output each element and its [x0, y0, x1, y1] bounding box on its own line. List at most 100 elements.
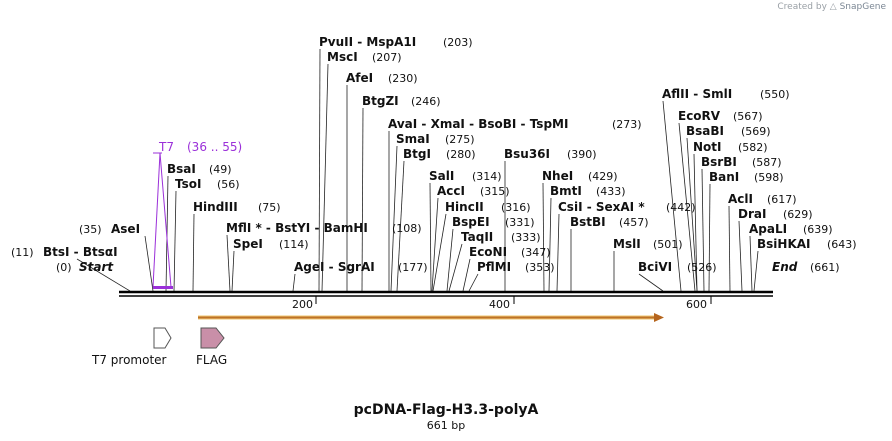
enzyme-site-bsrbi[interactable]: BsrBI(587) [701, 155, 782, 169]
enzyme-position: (75) [258, 201, 281, 214]
orf-bar [198, 315, 655, 320]
enzyme-cut-line [390, 145, 398, 292]
enzyme-site-hindiii[interactable]: HindIII (75) [193, 200, 281, 214]
enzyme-position: (230) [388, 72, 418, 85]
enzyme-position: (567) [733, 110, 763, 123]
enzyme-name: PvuII - MspA1I [319, 35, 416, 49]
enzyme-site-pvuii-mspa1i[interactable]: PvuII - MspA1I(203) [319, 35, 473, 49]
enzyme-cut-line [448, 243, 463, 292]
enzyme-position: (353) [525, 261, 555, 274]
enzyme-site-btsi-bts-i[interactable]: BtsI - BtsαI(11) [11, 245, 118, 259]
enzyme-name: BmtI [550, 184, 582, 198]
feature-flag[interactable]: FLAG [196, 327, 227, 367]
enzyme-name: BstBI [570, 215, 606, 229]
enzyme-position: (280) [446, 148, 476, 161]
enzyme-site-avai-xmai-bsobi-tspmi[interactable]: AvaI - XmaI - BsoBI - TspMI(273) [388, 117, 642, 131]
enzyme-cut-line [292, 273, 296, 292]
enzyme-site-bmti[interactable]: BmtI(433) [550, 184, 626, 198]
enzyme-site-drai[interactable]: DraI (629) [738, 207, 813, 221]
enzyme-position: (49) [209, 163, 232, 176]
enzyme-site-afei[interactable]: AfeI(230) [346, 71, 418, 85]
enzyme-site-smai[interactable]: SmaI(275) [396, 132, 475, 146]
enzyme-site-acci[interactable]: AccI(315) [437, 184, 510, 198]
enzyme-site-bstbi[interactable]: BstBI(457) [570, 215, 649, 229]
enzyme-site-btgzi[interactable]: BtgZI(246) [362, 94, 441, 108]
enzyme-site-bsabi[interactable]: BsaBI(569) [686, 124, 771, 138]
enzyme-position: (629) [783, 208, 813, 221]
enzyme-cut-line [749, 235, 753, 292]
enzyme-site-noti[interactable]: NotI(582) [693, 140, 768, 154]
enzyme-name: BanI [709, 170, 739, 184]
enzyme-cut-line [638, 273, 664, 292]
enzyme-site-bcivi[interactable]: BciVI(526) [638, 260, 717, 274]
enzyme-cut-line [173, 190, 177, 292]
enzyme-name: BsaI [167, 162, 196, 176]
enzyme-site-apali[interactable]: ApaLI(639) [749, 222, 833, 236]
enzyme-name: HindIII [193, 200, 238, 214]
enzyme-site-bspei[interactable]: BspEI(331) [452, 215, 535, 229]
enzyme-site-bsai[interactable]: BsaI (49) [167, 162, 232, 176]
enzyme-position: (429) [588, 170, 618, 183]
enzyme-name: AccI [437, 184, 465, 198]
tick-label-200: 200 [292, 298, 313, 311]
orf-arrow[interactable] [198, 313, 664, 322]
enzyme-site-sali[interactable]: SalI(314) [429, 169, 502, 183]
enzyme-name: AvaI - XmaI - BsoBI - TspMI [388, 117, 568, 131]
enzyme-position: (331) [505, 216, 535, 229]
enzyme-site-bsihkai[interactable]: BsiHKAI(643) [757, 237, 857, 251]
enzyme-site-ecorv[interactable]: EcoRV (567) [678, 109, 763, 123]
enzyme-name: BtsI - BtsαI [43, 245, 118, 259]
snapgene-logo-icon: △ [829, 2, 837, 12]
enzyme-cut-line [708, 183, 711, 292]
enzyme-site-mfli-bstyi-bamhi[interactable]: MflI * - BstYI - BamHI(108) [226, 221, 422, 235]
enzyme-name: CsiI - SexAI * [558, 200, 645, 214]
enzyme-name: DraI [738, 207, 766, 221]
enzyme-site-aflii-smli[interactable]: AflII - SmlI(550) [662, 87, 790, 101]
enzyme-site-nhei[interactable]: NheI(429) [542, 169, 618, 183]
start-position: (0) [56, 261, 72, 274]
t7-primer-label: T7 [158, 140, 174, 154]
enzyme-site-agei-sgrai[interactable]: AgeI - SgrAI(177) [294, 260, 428, 274]
enzyme-cut-line [192, 213, 195, 292]
enzyme-name: EcoRV [678, 109, 721, 123]
enzyme-site-asei[interactable]: AseI(35) [79, 222, 140, 236]
enzyme-site-pflmi[interactable]: PflMI(353) [477, 260, 555, 274]
enzyme-site-taqii[interactable]: TaqII (333) [461, 230, 541, 244]
enzyme-position: (333) [511, 231, 541, 244]
enzyme-site-tsoi[interactable]: TsoI(56) [175, 177, 240, 191]
enzyme-cut-line [76, 258, 131, 292]
enzyme-site-bani[interactable]: BanI (598) [709, 170, 784, 184]
enzyme-name: AclI [728, 192, 753, 206]
enzyme-site-btgi[interactable]: BtgI(280) [403, 147, 476, 161]
t7-primer[interactable]: T7 (36 .. 55) [152, 140, 242, 289]
enzyme-name: MslI [613, 237, 641, 251]
enzyme-cut-line [396, 160, 405, 292]
flag-label: FLAG [196, 353, 227, 367]
enzyme-site-csii-sexai[interactable]: CsiI - SexAI *(442) [558, 200, 696, 214]
enzyme-cut-line [429, 182, 432, 292]
enzyme-cut-line [432, 213, 447, 292]
enzyme-name: TaqII [461, 230, 493, 244]
enzyme-position: (598) [754, 171, 784, 184]
enzyme-name: AgeI - SgrAI [294, 260, 375, 274]
enzyme-site-msci[interactable]: MscI(207) [327, 50, 402, 64]
enzyme-cut-line [468, 273, 479, 292]
enzyme-cut-line [144, 235, 154, 292]
enzyme-position: (390) [567, 148, 597, 161]
enzyme-cut-line [318, 48, 321, 292]
enzyme-site-econi[interactable]: EcoNI(347) [469, 245, 551, 259]
flag-arrow-icon [200, 327, 225, 349]
credit-brand: SnapGene [839, 2, 886, 12]
enzyme-cut-line [556, 213, 560, 292]
sequence-backbone[interactable] [119, 290, 773, 297]
feature-t7-promoter[interactable]: T7 promoter [91, 327, 172, 367]
credit-prefix: Created by [777, 2, 827, 12]
enzyme-site-acli[interactable]: AclI(617) [728, 192, 797, 206]
enzyme-site-hincii[interactable]: HincII(316) [445, 200, 531, 214]
enzyme-site-msli[interactable]: MslI(501) [613, 237, 683, 251]
end-label: End [772, 260, 798, 274]
enzyme-position: (582) [738, 141, 768, 154]
enzyme-site-bsu36i[interactable]: Bsu36I(390) [504, 147, 597, 161]
enzyme-cut-line [462, 258, 471, 292]
enzyme-site-spei[interactable]: SpeI(114) [233, 237, 309, 251]
